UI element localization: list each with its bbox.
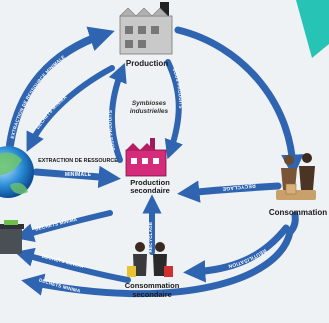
arrow-production-consommation xyxy=(174,26,304,177)
consumers-icon xyxy=(276,153,316,200)
secondary-consumers-icon xyxy=(127,242,173,277)
teal-accent-shape xyxy=(296,0,329,58)
arrow-sous-produits-left xyxy=(108,62,127,163)
trash-bin-icon xyxy=(0,220,24,254)
production-secondaire-label-line2: secondaire xyxy=(130,186,170,195)
production-secondaire-label-line1: Production xyxy=(130,178,170,187)
consommation-secondaire-label-line1: Consommation xyxy=(125,281,180,290)
flow-label-dechets-top: DÉCHETS MINIMA xyxy=(35,94,68,130)
consommation-secondaire-label-line2: secondaire xyxy=(132,290,172,299)
globe-icon xyxy=(0,146,34,198)
flow-label-extraction-mid-line1: EXTRACTION DE RESSOURCE xyxy=(38,158,118,164)
factory-icon xyxy=(119,2,173,55)
flow-label-recyclage: RECYCLAGE xyxy=(222,182,256,191)
secondary-factory-icon xyxy=(125,138,167,177)
arrow-sous-produits-right xyxy=(164,59,183,160)
arrow-dechets-top xyxy=(26,65,115,152)
arrow-dechets-low2 xyxy=(14,247,131,283)
flow-label-sous-produits-right: SOUS PRODUITS xyxy=(172,67,184,108)
flow-label-sous-produits-left: SOUS PRODUITS xyxy=(108,110,117,152)
arrow-extraction-top xyxy=(6,26,115,149)
arrow-recyclage xyxy=(177,180,282,203)
flow-arrows xyxy=(6,26,304,298)
arrow-dechets-low1 xyxy=(14,210,113,243)
arrow-reutilisation xyxy=(183,224,290,283)
arrow-extraction-mid xyxy=(32,165,121,189)
production-label: Production xyxy=(126,59,168,68)
flow-label-extraction-mid-line2: MINIMALE xyxy=(65,172,92,178)
arrow-dechets-low3 xyxy=(21,228,294,298)
arrow-consommation-down xyxy=(286,211,299,236)
flow-label-recyclage-vertical: RECYCLAGE xyxy=(148,222,153,253)
symbioses-label-line2: industrielles xyxy=(130,108,169,115)
consommation-label: Consommation xyxy=(269,208,327,217)
symbioses-label-line1: Symbioses xyxy=(132,100,167,107)
